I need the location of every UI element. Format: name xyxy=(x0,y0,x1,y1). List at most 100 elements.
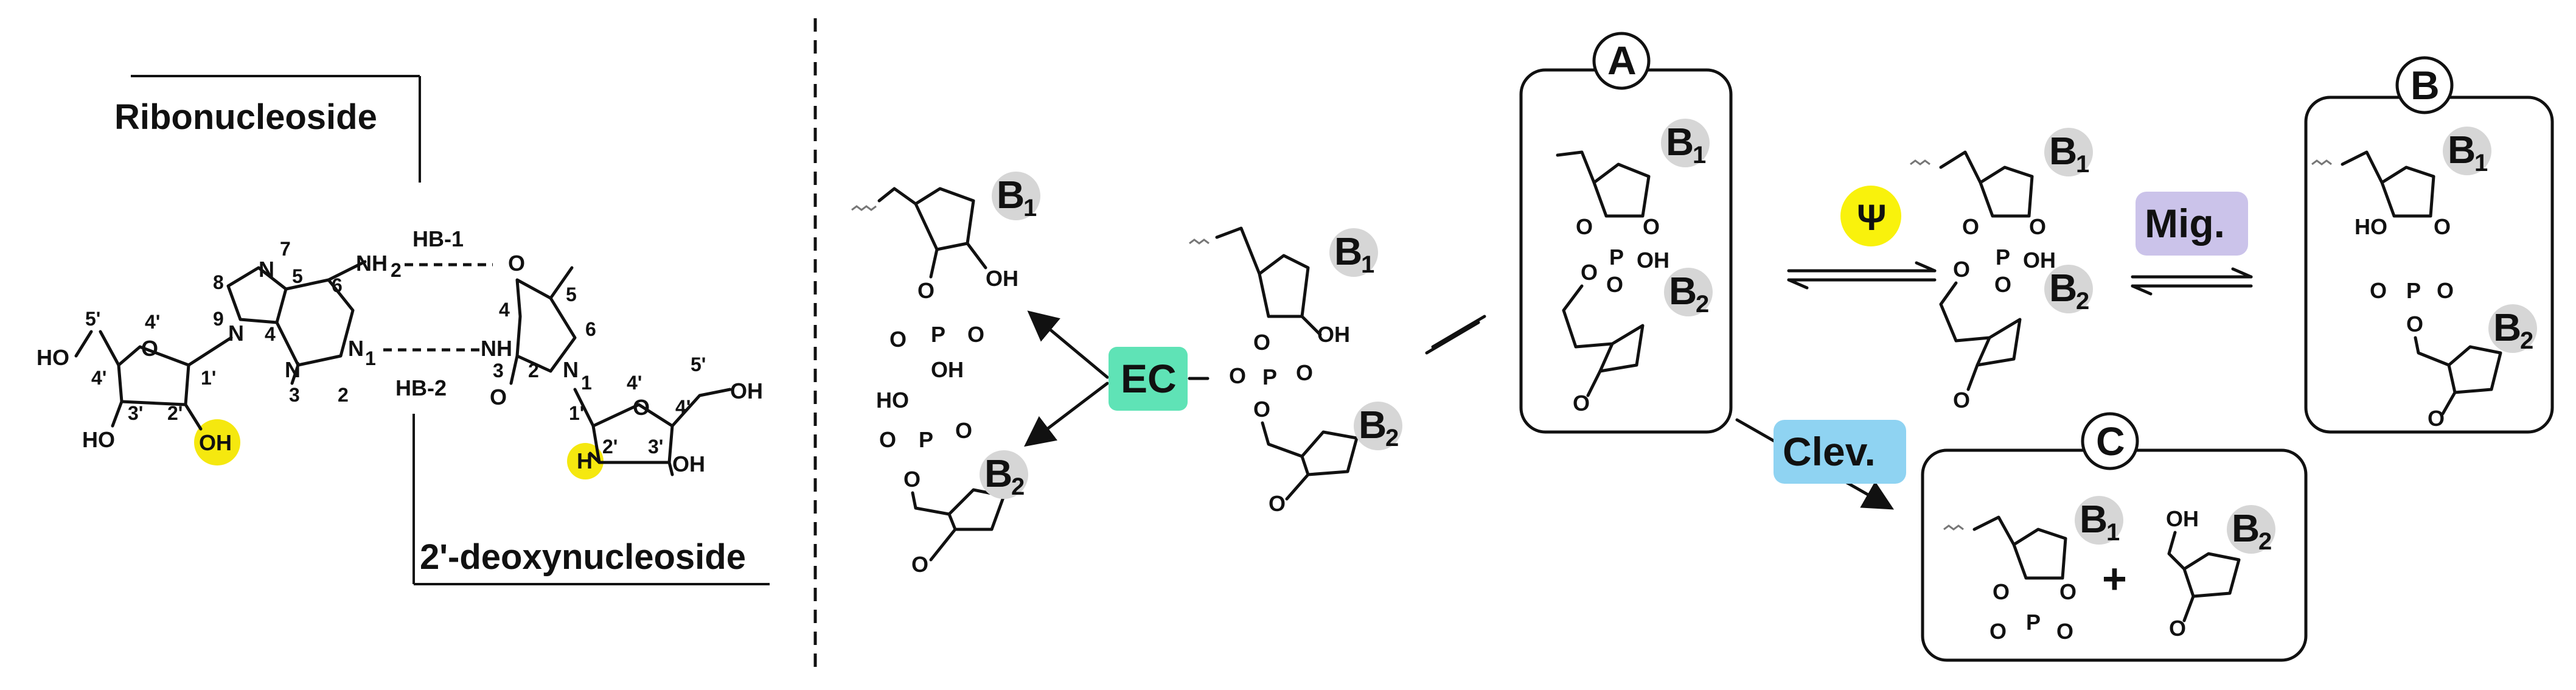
tn1-num: 1 xyxy=(581,372,592,394)
o-dbl-ec: O xyxy=(967,322,984,347)
toh-label: OH xyxy=(672,451,705,476)
o3-label-psi: O xyxy=(1953,388,1970,413)
substrate-squiggle xyxy=(1189,239,1210,245)
o-label-ec: O xyxy=(917,278,935,303)
c-ring2 xyxy=(2167,531,2241,598)
b-o3 xyxy=(2441,391,2457,416)
box-a-label: A xyxy=(1607,38,1637,83)
mig-eq-bottom-head xyxy=(2131,284,2153,296)
b-ring1 xyxy=(2341,150,2435,218)
b1-label-sub: B xyxy=(1334,229,1362,273)
o-dbl-ec2: O xyxy=(955,418,972,443)
nh-label: NH xyxy=(481,336,512,361)
psi-label: Ψ xyxy=(1857,197,1887,238)
box-b-label: B xyxy=(2411,63,2440,108)
psi-eq-top-head xyxy=(1915,261,1937,273)
n9-label: N xyxy=(228,321,244,346)
p-b: P xyxy=(2406,278,2421,303)
psi-ring1 xyxy=(1939,150,2034,218)
psi-badge xyxy=(1840,186,1901,246)
ominus-c: O xyxy=(1989,619,2007,644)
bond-ho-c5 xyxy=(74,330,93,358)
t4p-num: 4' xyxy=(675,396,691,418)
box-b-circle xyxy=(2395,56,2454,114)
o-c2: O xyxy=(2059,579,2076,604)
ec-product-upper: B 1 OH O P O O OH xyxy=(851,172,1040,382)
b2-label-ec: B xyxy=(984,451,1012,495)
ec-badge xyxy=(1109,347,1188,411)
b2-label-a: B xyxy=(1669,269,1697,313)
clev-label: Clev. xyxy=(1783,429,1876,474)
b1-circle-c xyxy=(2075,496,2123,545)
o5-sub: O xyxy=(1253,397,1270,422)
highlight-2h xyxy=(567,443,604,479)
b1-circle-ec xyxy=(992,172,1040,220)
ec-arrow-up xyxy=(1027,310,1109,379)
b1-label-c: B xyxy=(2080,497,2108,541)
dinucleotide-substrate: B 1 OH O P O O O B 2 O xyxy=(1189,226,1402,516)
bond-c5-methyl xyxy=(549,266,574,300)
o3-label-ec2: O xyxy=(911,552,928,577)
b2-circle-psi xyxy=(2044,265,2093,313)
ominus-ec: O xyxy=(889,327,907,352)
b1-sub-ec: 1 xyxy=(1023,195,1037,221)
b2-label-c: B xyxy=(2232,506,2260,550)
b1-circle-sub xyxy=(1329,228,1378,277)
bond-c5-c4-o4-c1 xyxy=(99,330,190,367)
bond-c2-o xyxy=(509,354,519,385)
to-label: O xyxy=(633,395,650,420)
t4-num: 4 xyxy=(499,299,510,321)
ho5-label: HO xyxy=(37,345,69,370)
substrate-ring1 xyxy=(1215,226,1310,318)
b2-label-psi: B xyxy=(2049,266,2077,310)
o4p-label: O xyxy=(141,336,158,361)
p-a: P xyxy=(1609,245,1624,270)
bond-c1-n9 xyxy=(187,336,233,367)
ec-product-lower: HO O P O O B 2 O xyxy=(876,388,1028,577)
pyrimidine-ring xyxy=(275,278,355,367)
bond-oh xyxy=(966,242,987,270)
c5p-label: 5' xyxy=(85,308,100,330)
o3-label-a: O xyxy=(1573,391,1590,416)
b-squiggle xyxy=(2311,159,2332,166)
n7-label: N xyxy=(259,257,274,282)
o4-label: O xyxy=(508,251,525,276)
p-c: P xyxy=(2026,610,2041,635)
b2-sub-a: 2 xyxy=(1696,291,1709,318)
psi-squiggle xyxy=(1910,159,1930,166)
bond-c3-oh xyxy=(111,400,124,428)
mig-label: Mig. xyxy=(2145,201,2225,246)
o-b1: O xyxy=(2434,214,2451,239)
o2-label: O xyxy=(490,385,507,409)
b1-sub-c: 1 xyxy=(2106,519,2120,546)
o3-label-b: O xyxy=(2428,406,2445,431)
substrate-o3 xyxy=(1285,473,1310,501)
oh-psi: OH xyxy=(2023,248,2056,273)
ominus-sub: O xyxy=(1229,363,1246,388)
ring-upper xyxy=(877,187,975,251)
t2p-num: 2' xyxy=(602,436,618,458)
eq-arrow-a-1 xyxy=(1431,315,1486,349)
a-ring1 xyxy=(1556,150,1651,218)
deoxynucleoside-title: 2'-deoxynucleoside xyxy=(420,537,746,577)
o-psi3: O xyxy=(1953,257,1970,282)
p-psi: P xyxy=(1996,245,2010,270)
o-psi1: O xyxy=(1962,214,1979,239)
b2-sub-psi: 2 xyxy=(2076,288,2089,315)
box-c-label: C xyxy=(2096,419,2125,464)
o-dbl-c: O xyxy=(2056,619,2073,644)
ring-lower xyxy=(911,488,1006,531)
ominus-b: O xyxy=(2437,278,2454,303)
ho-label-ec2: HO xyxy=(876,388,909,413)
mig-eq-top-head xyxy=(2231,267,2253,279)
b2-circle-ec xyxy=(980,450,1028,499)
o-dbl-sub: O xyxy=(1296,360,1313,385)
ec-label: EC xyxy=(1121,356,1177,401)
b1-circle-psi xyxy=(2044,128,2093,176)
product-b-box xyxy=(2304,96,2554,434)
bond-o3-ec2 xyxy=(929,528,957,562)
bond-c4-n3 xyxy=(290,363,300,385)
b1-label-psi: B xyxy=(2049,129,2077,173)
oh-a: OH xyxy=(1637,248,1669,273)
